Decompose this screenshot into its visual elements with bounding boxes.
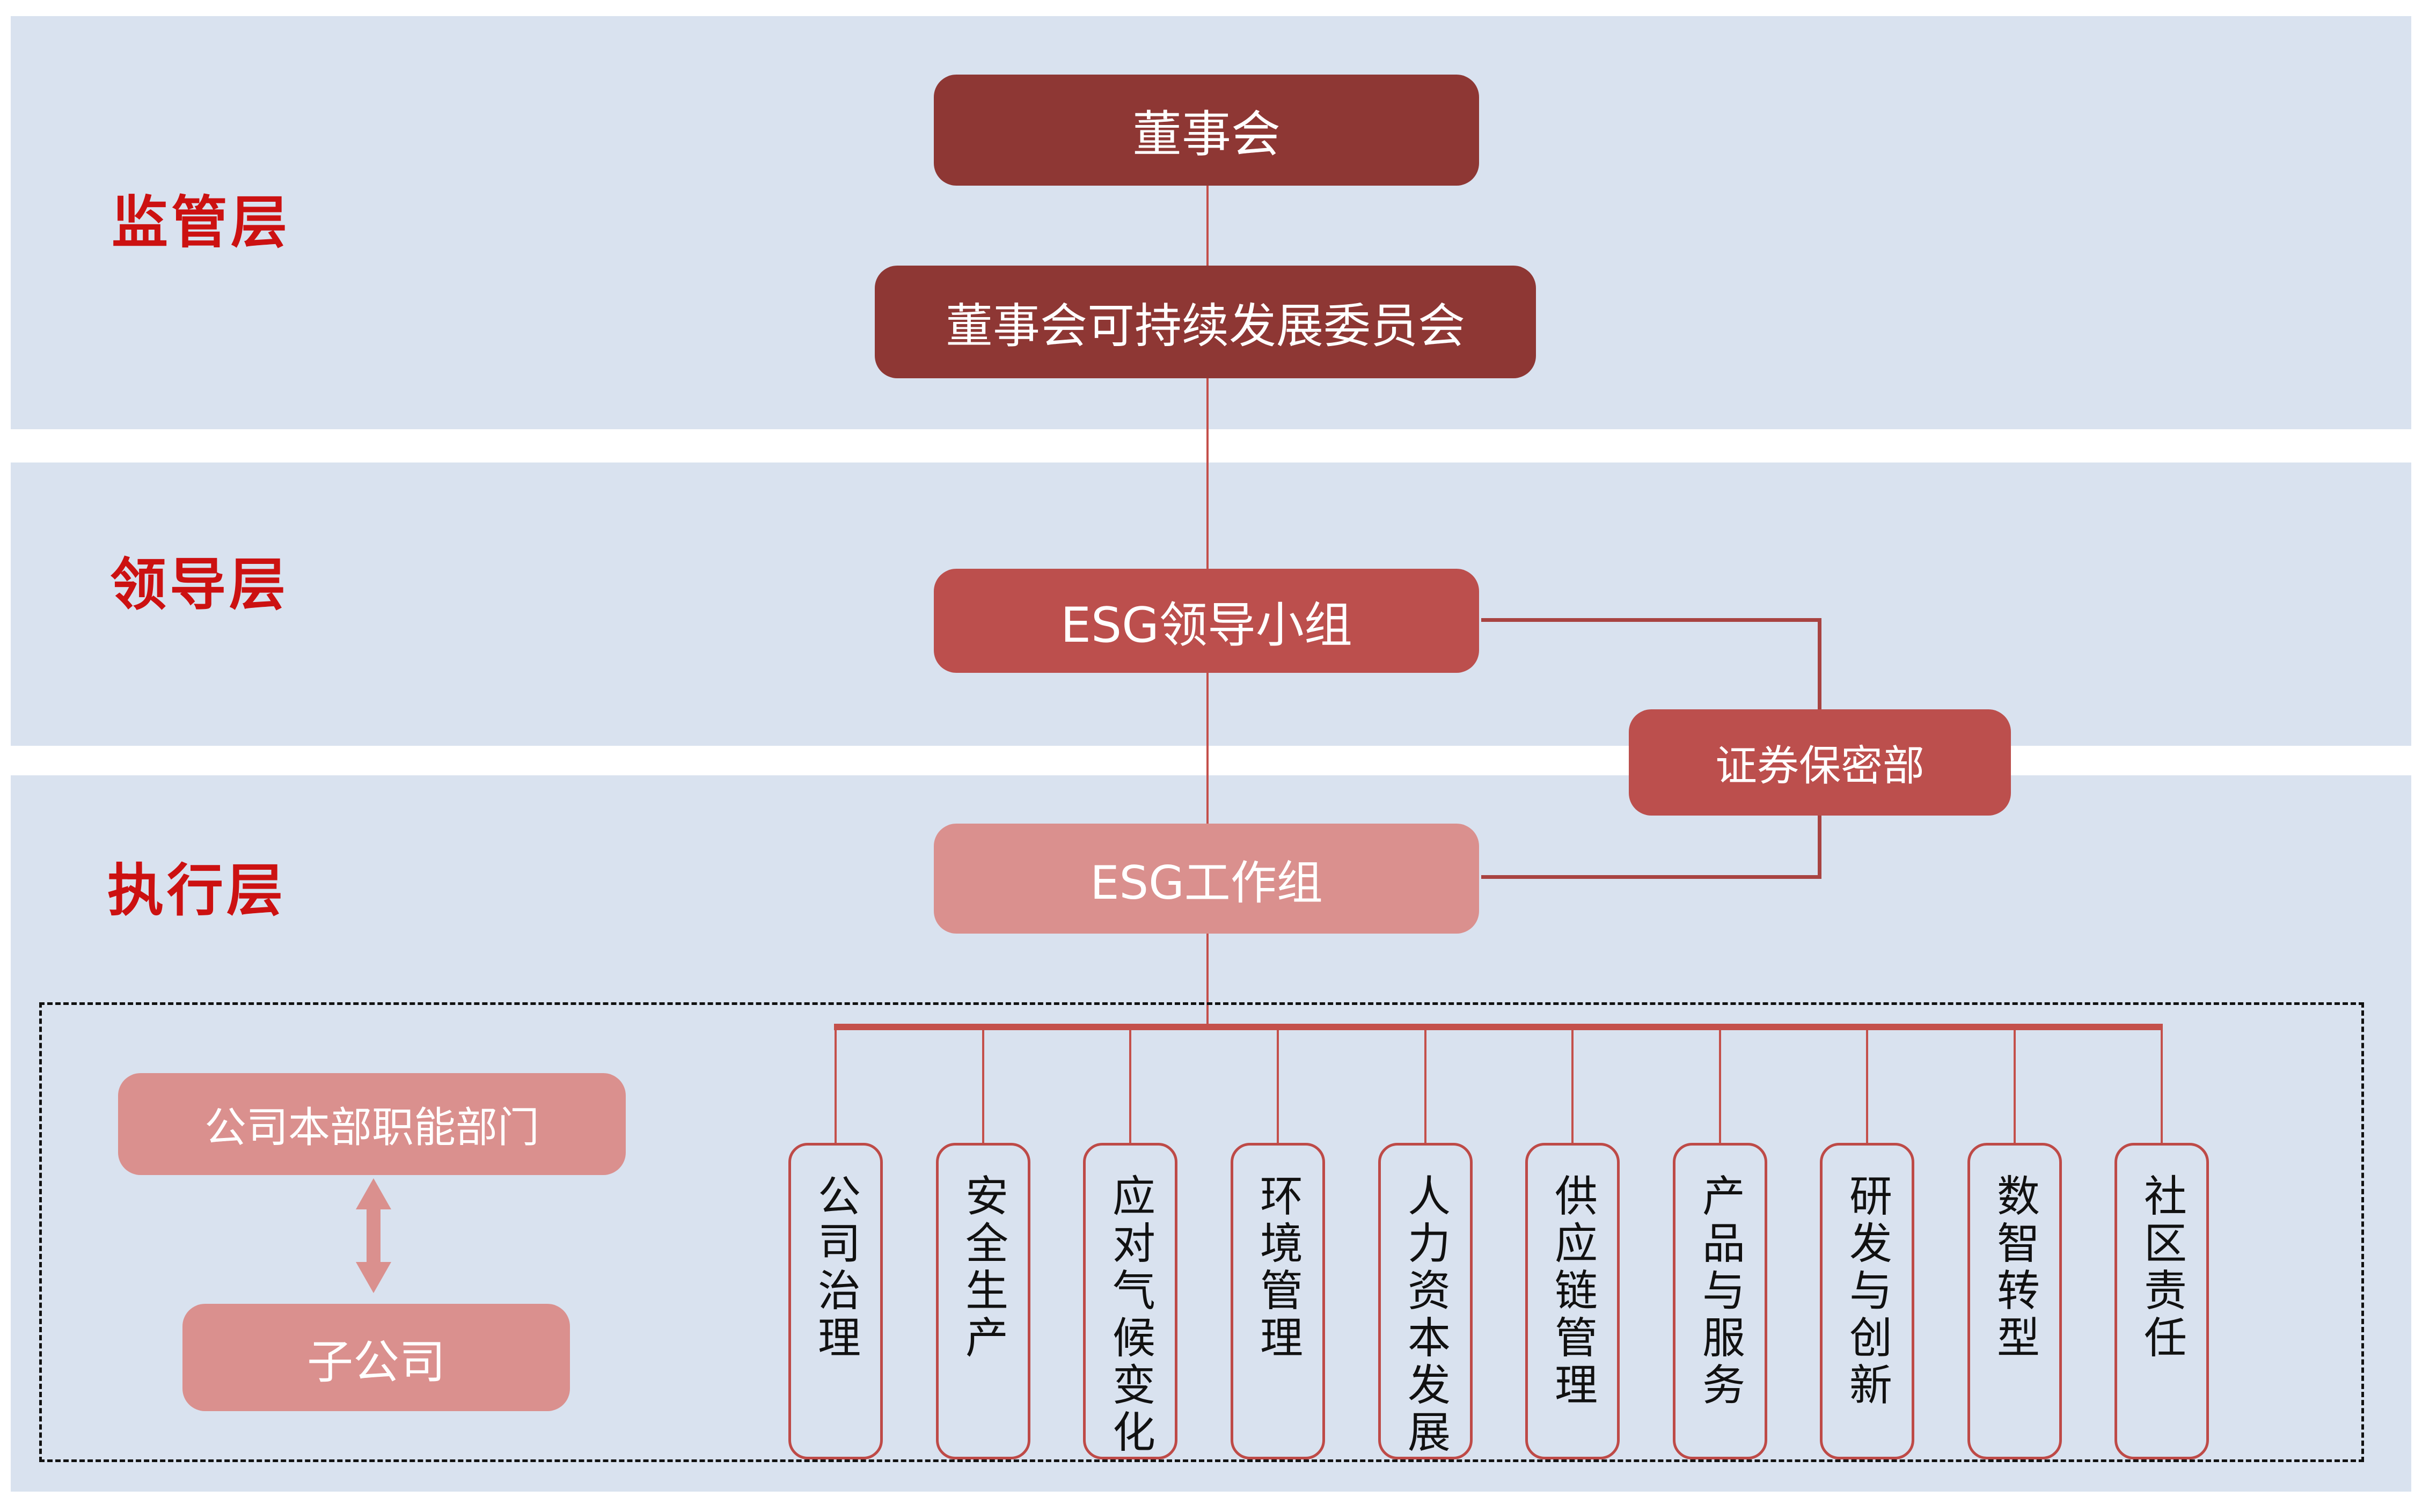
focus-area-label: 安全生产 xyxy=(958,1173,1008,1362)
focus-area-box-corporate-governance: 公司治理 xyxy=(788,1143,883,1459)
double-arrow-up-head xyxy=(356,1178,391,1209)
focus-area-label: 产品与服务 xyxy=(1695,1173,1745,1410)
focus-area-box-climate-change: 应对气候变化 xyxy=(1083,1143,1177,1459)
node-subsidiaries: 子公司 xyxy=(182,1304,570,1411)
double-arrow-shaft xyxy=(367,1207,381,1264)
node-subsidiaries-label: 子公司 xyxy=(307,1335,445,1389)
connector-working-group-to-bus xyxy=(1206,934,1209,1027)
node-securities-dept: 证券保密部 xyxy=(1629,709,2011,816)
focus-area-box-community-responsibility: 社区责任 xyxy=(2114,1143,2209,1459)
focus-area-label: 社区责任 xyxy=(2137,1173,2187,1362)
connector-committee-to-leading-group xyxy=(1206,378,1209,569)
execution-dashed-boundary xyxy=(39,1002,2364,1462)
focus-area-label: 人力资本发展 xyxy=(1401,1173,1451,1457)
node-hq-departments-label: 公司本部职能部门 xyxy=(204,1104,539,1152)
focus-area-box-rd-innovation: 研发与创新 xyxy=(1820,1143,1914,1459)
layer-label-execution: 执行层 xyxy=(107,858,287,923)
connector-leading-to-working-group xyxy=(1206,673,1209,824)
node-esg-leading-group-label: ESG领导小组 xyxy=(1060,597,1352,654)
drop-line-2 xyxy=(982,1027,984,1143)
double-arrow-down-head xyxy=(356,1262,391,1293)
connector-bus xyxy=(834,1024,2163,1030)
node-sustainability-committee: 董事会可持续发展委员会 xyxy=(875,266,1536,378)
drop-line-7 xyxy=(1719,1027,1721,1143)
connector-securities-to-working-group-h xyxy=(1481,875,1821,879)
focus-area-box-safety-production: 安全生产 xyxy=(936,1143,1030,1459)
node-esg-working-group: ESG工作组 xyxy=(934,824,1479,934)
focus-area-box-human-capital: 人力资本发展 xyxy=(1378,1143,1473,1459)
layer-label-supervision: 监管层 xyxy=(112,190,291,255)
focus-area-label: 公司治理 xyxy=(811,1173,861,1362)
focus-area-box-products-services: 产品与服务 xyxy=(1673,1143,1767,1459)
node-securities-dept-label: 证券保密部 xyxy=(1715,742,1925,790)
focus-area-box-environmental-management: 环境管理 xyxy=(1231,1143,1325,1459)
node-esg-working-group-label: ESG工作组 xyxy=(1090,856,1323,910)
connector-securities-bottom-v xyxy=(1818,813,1821,879)
drop-line-8 xyxy=(1866,1027,1868,1143)
focus-area-label: 数智转型 xyxy=(1990,1173,2040,1362)
node-committee-label: 董事会可持续发展委员会 xyxy=(945,298,1465,354)
focus-area-label: 应对气候变化 xyxy=(1106,1173,1155,1457)
focus-area-label: 研发与创新 xyxy=(1842,1173,1892,1410)
drop-line-4 xyxy=(1277,1027,1279,1143)
node-board-label: 董事会 xyxy=(1132,106,1280,163)
drop-line-5 xyxy=(1424,1027,1426,1143)
node-board: 董事会 xyxy=(934,75,1479,186)
drop-line-6 xyxy=(1571,1027,1574,1143)
focus-area-box-digital-transformation: 数智转型 xyxy=(1967,1143,2062,1459)
layer-label-leadership: 领导层 xyxy=(110,552,289,618)
focus-area-label: 供应链管理 xyxy=(1548,1173,1598,1410)
connector-leading-group-to-securities-h xyxy=(1481,618,1821,622)
node-hq-departments: 公司本部职能部门 xyxy=(118,1073,626,1175)
drop-line-9 xyxy=(2014,1027,2016,1143)
connector-securities-top-v xyxy=(1818,618,1821,710)
focus-area-label: 环境管理 xyxy=(1253,1173,1303,1362)
drop-line-10 xyxy=(2161,1027,2163,1143)
connector-board-to-committee xyxy=(1206,186,1209,266)
node-esg-leading-group: ESG领导小组 xyxy=(934,569,1479,673)
drop-line-3 xyxy=(1129,1027,1131,1143)
drop-line-1 xyxy=(835,1027,837,1143)
focus-area-box-supply-chain: 供应链管理 xyxy=(1525,1143,1620,1459)
